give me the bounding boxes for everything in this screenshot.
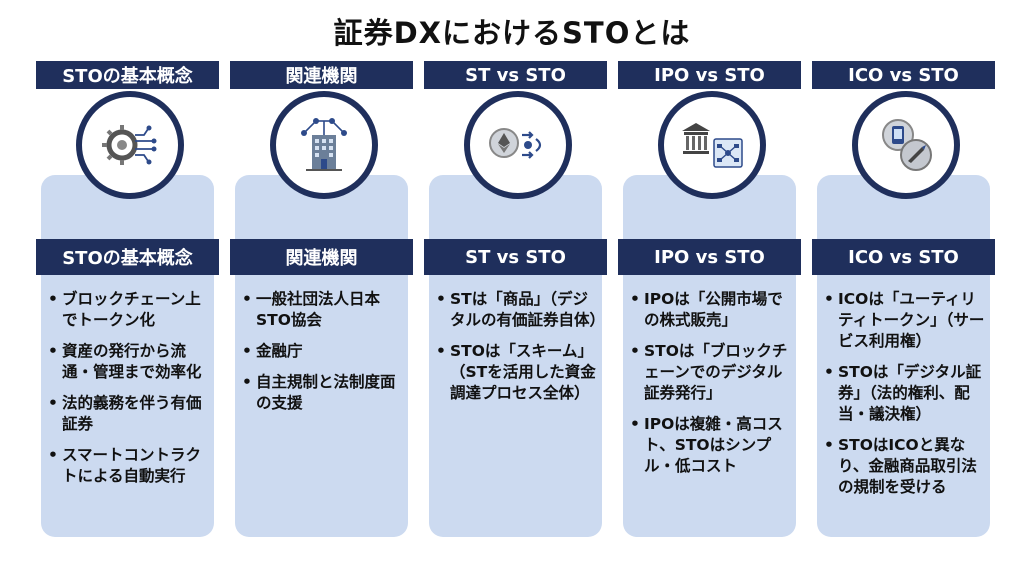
gear-circuit-icon xyxy=(76,91,184,199)
bullet-item: STOは「スキーム」（STを活用した資金調達プロセス全体） xyxy=(436,341,600,404)
bullet-list: IPOは「公開市場での株式販売」 STOは「ブロックチェーンでのデジタル証券発行… xyxy=(630,289,794,487)
column-sto-basics: STOの基本概念 STOの基本概念 ブロックチェーン上でトークン化 資産の発行か… xyxy=(36,61,219,539)
bullet-item: STは「商品」（デジタルの有価証券自体） xyxy=(436,289,605,331)
bullet-item: IPOは「公開市場での株式販売」 xyxy=(630,289,794,331)
column-section-title: ST vs STO xyxy=(424,239,607,275)
bullet-item: 法的義務を伴う有価証券 xyxy=(48,393,212,435)
bullet-list: ICOは「ユーティリティトークン」（サービス利用権） STOは「デジタル証券」（… xyxy=(824,289,988,508)
bullet-item: IPOは複雑・高コスト、STOはシンプル・低コスト xyxy=(630,414,794,477)
bullet-list: STは「商品」（デジタルの有価証券自体） STOは「スキーム」（STを活用した資… xyxy=(436,289,605,414)
column-ipo-vs-sto: IPO vs STO IPO vs STO IPOは「公開市場での株式販売」 xyxy=(618,61,801,539)
token-flow-icon xyxy=(464,91,572,199)
coins-icon xyxy=(852,91,960,199)
column-section-title: IPO vs STO xyxy=(618,239,801,275)
column-header: STOの基本概念 xyxy=(36,61,219,89)
bullet-item: STOは「デジタル証券」（法的権利、配当・議決権） xyxy=(824,362,988,425)
bullet-item: 金融庁 xyxy=(242,341,406,362)
bullet-list: ブロックチェーン上でトークン化 資産の発行から流通・管理まで効率化 法的義務を伴… xyxy=(48,289,212,497)
bullet-item: 資産の発行から流通・管理まで効率化 xyxy=(48,341,212,383)
column-header: IPO vs STO xyxy=(618,61,801,89)
bullet-item: ブロックチェーン上でトークン化 xyxy=(48,289,212,331)
bullet-item: 一般社団法人日本STO協会 xyxy=(242,289,406,331)
column-section-title: 関連機関 xyxy=(230,239,413,275)
column-ico-vs-sto: ICO vs STO ICO vs STO ICOは「ユーティリティトークン」（… xyxy=(812,61,995,539)
column-st-vs-sto: ST vs STO ST vs STO STは「商品」（デジタルの有価証券自体）… xyxy=(424,61,607,539)
bullet-item: 自主規制と法制度面の支援 xyxy=(242,372,406,414)
bullet-item: スマートコントラクトによる自動実行 xyxy=(48,445,212,487)
column-header: ICO vs STO xyxy=(812,61,995,89)
column-header: 関連機関 xyxy=(230,61,413,89)
page-title: 証券DXにおけるSTOとは xyxy=(333,16,691,50)
column-section-title: STOの基本概念 xyxy=(36,239,219,275)
column-section-title: ICO vs STO xyxy=(812,239,995,275)
bullet-item: ICOは「ユーティリティトークン」（サービス利用権） xyxy=(824,289,988,352)
bullet-item: STOはICOと異なり、金融商品取引法の規制を受ける xyxy=(824,435,988,498)
bank-network-icon xyxy=(658,91,766,199)
bullet-item: STOは「ブロックチェーンでのデジタル証券発行」 xyxy=(630,341,794,404)
building-network-icon xyxy=(270,91,378,199)
column-related-orgs: 関連機関 関連機関 一般社団法人日本STO協会 金融庁 自主規制と法制度面の xyxy=(230,61,413,539)
column-header: ST vs STO xyxy=(424,61,607,89)
bullet-list: 一般社団法人日本STO協会 金融庁 自主規制と法制度面の支援 xyxy=(242,289,406,424)
